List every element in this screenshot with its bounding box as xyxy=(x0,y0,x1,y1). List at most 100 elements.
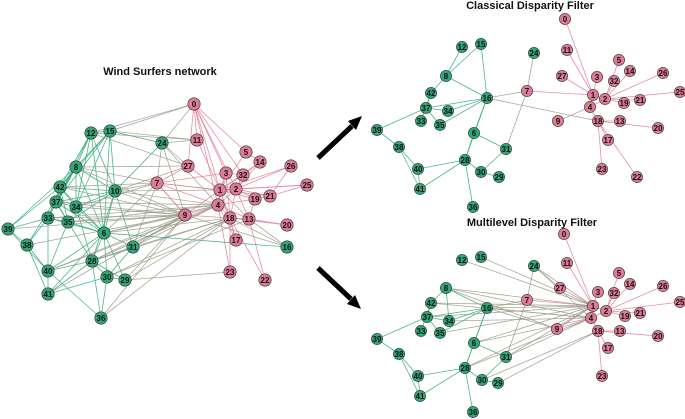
edge-16-7 xyxy=(486,90,528,99)
edge-42-9 xyxy=(59,186,186,216)
node-14-circle xyxy=(624,278,636,290)
node-7-label: 7 xyxy=(525,296,530,305)
node-41: 41 xyxy=(41,287,55,301)
node-7-circle xyxy=(521,85,533,97)
node-25-label: 25 xyxy=(676,88,685,97)
node-38: 38 xyxy=(20,238,34,252)
edge-28-9 xyxy=(91,214,186,262)
edge-15-42 xyxy=(59,130,111,188)
edge-37-16 xyxy=(426,307,488,318)
edge-38-41 xyxy=(398,146,421,190)
edge-8-16 xyxy=(445,75,488,99)
node-31-label: 31 xyxy=(129,243,138,252)
node-11-label: 11 xyxy=(563,46,572,55)
edge-16-18 xyxy=(486,97,599,122)
node-14-label: 14 xyxy=(256,158,265,167)
edge-11-1 xyxy=(566,262,594,307)
node-7-circle xyxy=(150,176,164,190)
node-18-circle xyxy=(223,211,237,225)
edge-18-22 xyxy=(229,217,266,281)
edge-13-22 xyxy=(248,218,266,281)
edge-20-18 xyxy=(597,330,659,337)
node-41-label: 41 xyxy=(44,290,53,299)
edge-6-31 xyxy=(473,132,507,150)
node-19-circle xyxy=(248,192,262,206)
node-40-circle xyxy=(41,264,55,278)
node-9-label: 9 xyxy=(555,325,560,334)
edge-28-4 xyxy=(91,204,219,262)
node-6-circle xyxy=(97,226,111,240)
node-18: 18 xyxy=(592,325,604,337)
node-22-circle xyxy=(631,171,643,183)
edge-18-9 xyxy=(184,214,231,219)
node-7: 7 xyxy=(521,85,533,97)
node-29: 29 xyxy=(492,377,504,389)
node-32-circle xyxy=(608,287,620,299)
node-19-label: 19 xyxy=(251,195,260,204)
node-11-circle xyxy=(190,133,204,147)
node-29-label: 29 xyxy=(495,173,504,182)
edge-24-0 xyxy=(161,103,195,144)
node-10-label: 10 xyxy=(111,187,120,196)
node-15-label: 15 xyxy=(477,253,486,262)
node-15: 15 xyxy=(475,251,487,263)
node-2-label: 2 xyxy=(603,95,608,104)
edge-0-1 xyxy=(193,103,221,191)
node-34-label: 34 xyxy=(444,107,453,116)
node-26-circle xyxy=(657,280,669,292)
node-27-circle xyxy=(554,282,566,294)
edge-0-1 xyxy=(564,18,594,96)
node-22-label: 22 xyxy=(261,276,270,285)
node-14: 14 xyxy=(624,65,636,77)
node-9-label: 9 xyxy=(556,117,561,126)
edge-30-18 xyxy=(106,217,231,278)
node-34-label: 34 xyxy=(72,203,81,212)
node-4-label: 4 xyxy=(216,201,221,210)
edge-28-40 xyxy=(47,260,93,272)
node-25: 25 xyxy=(300,178,314,192)
node-33: 33 xyxy=(415,325,427,337)
node-20: 20 xyxy=(280,218,294,232)
node-17-circle xyxy=(602,342,614,354)
node-24: 24 xyxy=(155,136,169,150)
node-8-circle xyxy=(440,70,452,82)
edge-35-16 xyxy=(439,97,488,126)
edge-34-9 xyxy=(75,206,186,216)
node-28: 28 xyxy=(459,362,471,374)
node-32: 32 xyxy=(608,287,620,299)
node-20-label: 20 xyxy=(283,221,292,230)
node-23-circle xyxy=(596,163,608,175)
edge-31-7 xyxy=(505,299,528,358)
node-19: 19 xyxy=(619,310,631,322)
node-38: 38 xyxy=(393,141,405,153)
node-4: 4 xyxy=(211,198,225,212)
node-12-label: 12 xyxy=(458,256,467,265)
edge-7-3 xyxy=(156,172,227,184)
node-16-circle xyxy=(481,302,493,314)
edge-16-7 xyxy=(486,299,528,309)
edge-2-25 xyxy=(235,184,308,190)
edge-12-10 xyxy=(90,132,116,192)
node-15: 15 xyxy=(475,38,487,50)
node-27: 27 xyxy=(556,70,568,82)
node-29: 29 xyxy=(118,273,132,287)
node-21-label: 21 xyxy=(636,309,645,318)
edge-24-4 xyxy=(161,142,219,206)
edge-12-1 xyxy=(461,259,594,307)
node-5-label: 5 xyxy=(244,148,249,157)
node-40-label: 40 xyxy=(414,165,423,174)
node-39-label: 39 xyxy=(373,126,382,135)
edge-42-7 xyxy=(59,182,158,188)
edge-1-21 xyxy=(219,189,271,197)
edge-37-28 xyxy=(55,201,93,262)
node-26-circle xyxy=(657,67,669,79)
node-3: 3 xyxy=(591,71,603,83)
node-39: 39 xyxy=(371,333,383,345)
node-24-label: 24 xyxy=(158,139,167,148)
node-9-circle xyxy=(178,208,192,222)
node-31-circle xyxy=(500,143,512,155)
node-36-label: 36 xyxy=(469,203,478,212)
node-23-label: 23 xyxy=(598,165,607,174)
